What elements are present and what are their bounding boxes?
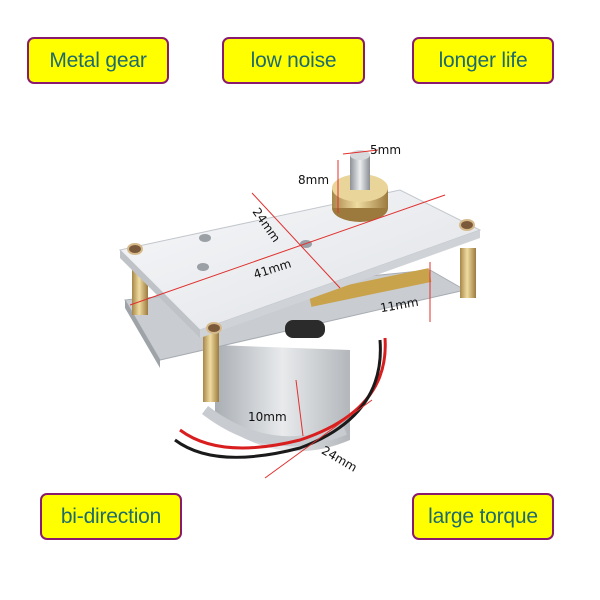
red-wire xyxy=(179,337,387,450)
dimension-motor-height: 10mm xyxy=(248,410,287,424)
feature-tag-bi-direction: bi-direction xyxy=(40,493,182,540)
dimension-shaft-height: 8mm xyxy=(298,173,330,187)
plate-holes xyxy=(127,219,475,334)
feature-tag-low-noise: low noise xyxy=(222,37,365,84)
standoff xyxy=(203,330,219,402)
feature-tag-metal-gear: Metal gear xyxy=(27,37,169,84)
brass-gear xyxy=(308,268,432,307)
dimension-shaft-width: 5mm xyxy=(370,143,402,157)
output-shaft xyxy=(332,150,388,222)
feature-tag-longer-life: longer life xyxy=(412,37,554,84)
black-wire xyxy=(174,339,382,459)
dimension-lines xyxy=(129,149,446,479)
standoff xyxy=(460,248,476,298)
feature-tag-large-torque: large torque xyxy=(412,493,554,540)
